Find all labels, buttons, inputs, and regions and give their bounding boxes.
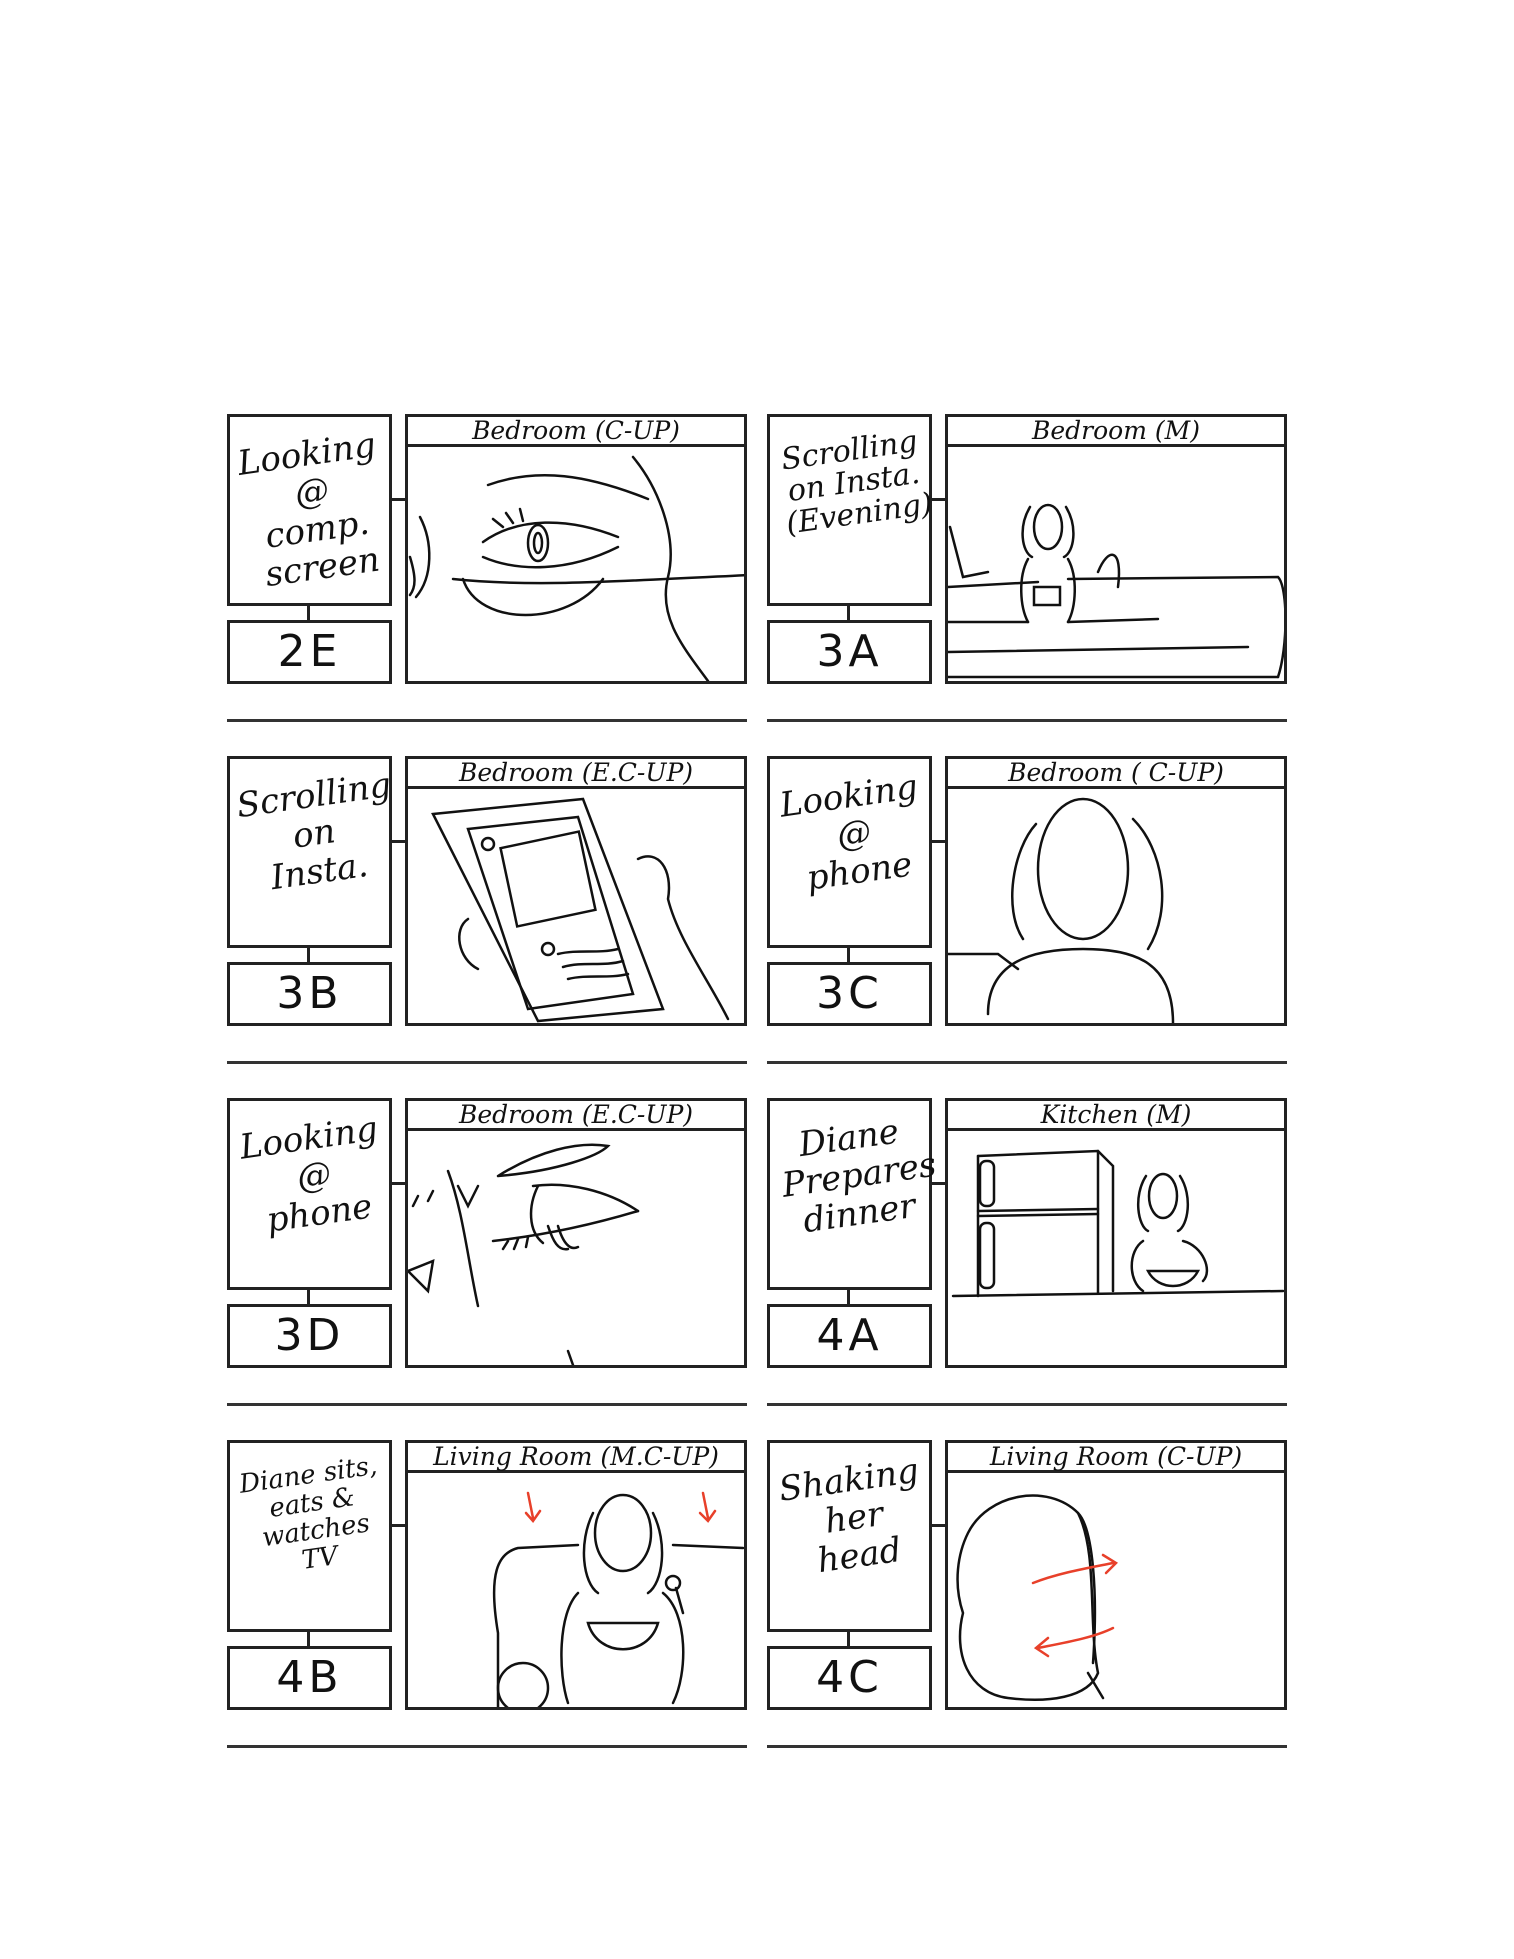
connector [847, 948, 850, 962]
location-header: Bedroom ( C-UP) [948, 759, 1284, 789]
sketch-frame: Bedroom (E.C-UP) [405, 756, 747, 1026]
shot-number: 3B [276, 968, 343, 1019]
location-header: Living Room (C-UP) [948, 1443, 1284, 1473]
location-header: Bedroom (E.C-UP) [408, 1101, 744, 1131]
storyboard-panel-3a: Scrolling on Insta. (Evening) 3A Bedroom… [767, 414, 1287, 684]
shot-description: Scrolling on Insta. [234, 764, 394, 899]
shot-number: 4A [816, 1310, 883, 1361]
connector [847, 1632, 850, 1646]
description-box: Scrolling on Insta. [227, 756, 394, 948]
sketch-eye-closeup [408, 447, 744, 681]
sketch-woman-on-couch [948, 447, 1284, 681]
shot-description: Diane sits, eats & watches TV [237, 1450, 380, 1576]
sketch-head-shake [948, 1473, 1284, 1707]
description-box: Diane sits, eats & watches TV [227, 1440, 392, 1632]
storyboard-panel-4a: Diane Prepares dinner 4A Kitchen (M) [767, 1098, 1287, 1368]
location-label: Bedroom (M) [1032, 416, 1200, 445]
sketch-frame: Bedroom (C-UP) [405, 414, 747, 684]
connector [932, 1524, 945, 1527]
shot-description: Shaking her head [776, 1450, 922, 1582]
sketch-frame: Kitchen (M) [945, 1098, 1287, 1368]
location-label: Living Room (C-UP) [989, 1442, 1243, 1471]
location-header: Bedroom (E.C-UP) [408, 759, 744, 789]
description-box: Looking @ comp. screen [227, 414, 392, 606]
connector [307, 948, 310, 962]
connector [392, 1182, 405, 1185]
connector [392, 840, 405, 843]
row-divider [227, 719, 747, 722]
connector [847, 1290, 850, 1304]
connector [932, 1182, 945, 1185]
shot-description: Scrolling on Insta. (Evening) [778, 423, 935, 542]
shot-number: 4B [276, 1652, 343, 1703]
shot-number: 4C [816, 1652, 883, 1703]
storyboard-panel-3c: Looking @ phone 3C Bedroom ( C-UP) [767, 756, 1287, 1026]
shot-number-box: 2E [227, 620, 392, 684]
location-label: Bedroom ( C-UP) [1008, 758, 1224, 787]
storyboard-panel-2e: Looking @ comp. screen 2E Bedroom (C-UP) [227, 414, 747, 684]
location-header: Kitchen (M) [948, 1101, 1284, 1131]
location-label: Living Room (M.C-UP) [433, 1442, 719, 1471]
location-header: Bedroom (C-UP) [408, 417, 744, 447]
shot-description: Looking @ phone [777, 766, 921, 899]
sketch-woman-closeup [948, 789, 1284, 1023]
sketch-frame: Bedroom (M) [945, 414, 1287, 684]
description-box: Looking @ phone [227, 1098, 392, 1290]
row-divider [227, 1061, 747, 1064]
shot-description: Looking @ comp. screen [235, 424, 383, 596]
storyboard-panel-3b: Scrolling on Insta. 3B Bedroom (E.C-UP) [227, 756, 747, 1026]
sketch-eye-extreme-closeup [408, 1131, 744, 1365]
storyboard-panel-4c: Shaking her head 4C Living Room (C-UP) [767, 1440, 1287, 1710]
connector [847, 606, 850, 620]
sketch-phone-in-hand [408, 789, 744, 1023]
shot-number-box: 4C [767, 1646, 932, 1710]
row-divider [767, 1403, 1287, 1406]
connector [392, 498, 405, 501]
location-label: Kitchen (M) [1040, 1100, 1192, 1129]
connector [307, 606, 310, 620]
connector [932, 840, 945, 843]
shot-number-box: 3C [767, 962, 932, 1026]
description-box: Looking @ phone [767, 756, 932, 948]
sketch-frame: Living Room (C-UP) [945, 1440, 1287, 1710]
shot-description: Looking @ phone [237, 1108, 381, 1241]
row-divider [227, 1403, 747, 1406]
sketch-kitchen-scene [948, 1131, 1284, 1365]
location-label: Bedroom (C-UP) [472, 416, 680, 445]
shot-number: 2E [277, 626, 342, 677]
location-header: Bedroom (M) [948, 417, 1284, 447]
sketch-frame: Bedroom (E.C-UP) [405, 1098, 747, 1368]
connector [932, 498, 945, 501]
shot-number-box: 3A [767, 620, 932, 684]
row-divider [227, 1745, 747, 1748]
description-box: Diane Prepares dinner [767, 1098, 939, 1290]
location-header: Living Room (M.C-UP) [408, 1443, 744, 1473]
connector [307, 1632, 310, 1646]
location-label: Bedroom (E.C-UP) [458, 1100, 694, 1129]
row-divider [767, 1745, 1287, 1748]
storyboard-panel-3d: Looking @ phone 3D Bedroom (E.C-UP) [227, 1098, 747, 1368]
row-divider [767, 719, 1287, 722]
connector [392, 1524, 405, 1527]
row-divider [767, 1061, 1287, 1064]
shot-number: 3D [274, 1310, 345, 1361]
location-label: Bedroom (E.C-UP) [458, 758, 694, 787]
storyboard-panel-4b: Diane sits, eats & watches TV 4B Living … [227, 1440, 747, 1710]
shot-number-box: 3D [227, 1304, 392, 1368]
sketch-woman-eating [408, 1473, 744, 1707]
description-box: Scrolling on Insta. (Evening) [767, 414, 935, 606]
shot-number: 3A [816, 626, 883, 677]
shot-number: 3C [816, 968, 883, 1019]
description-box: Shaking her head [767, 1440, 932, 1632]
connector [307, 1290, 310, 1304]
shot-number-box: 3B [227, 962, 392, 1026]
sketch-frame: Bedroom ( C-UP) [945, 756, 1287, 1026]
shot-description: Diane Prepares dinner [779, 1111, 939, 1242]
shot-number-box: 4B [227, 1646, 392, 1710]
sketch-frame: Living Room (M.C-UP) [405, 1440, 747, 1710]
shot-number-box: 4A [767, 1304, 932, 1368]
